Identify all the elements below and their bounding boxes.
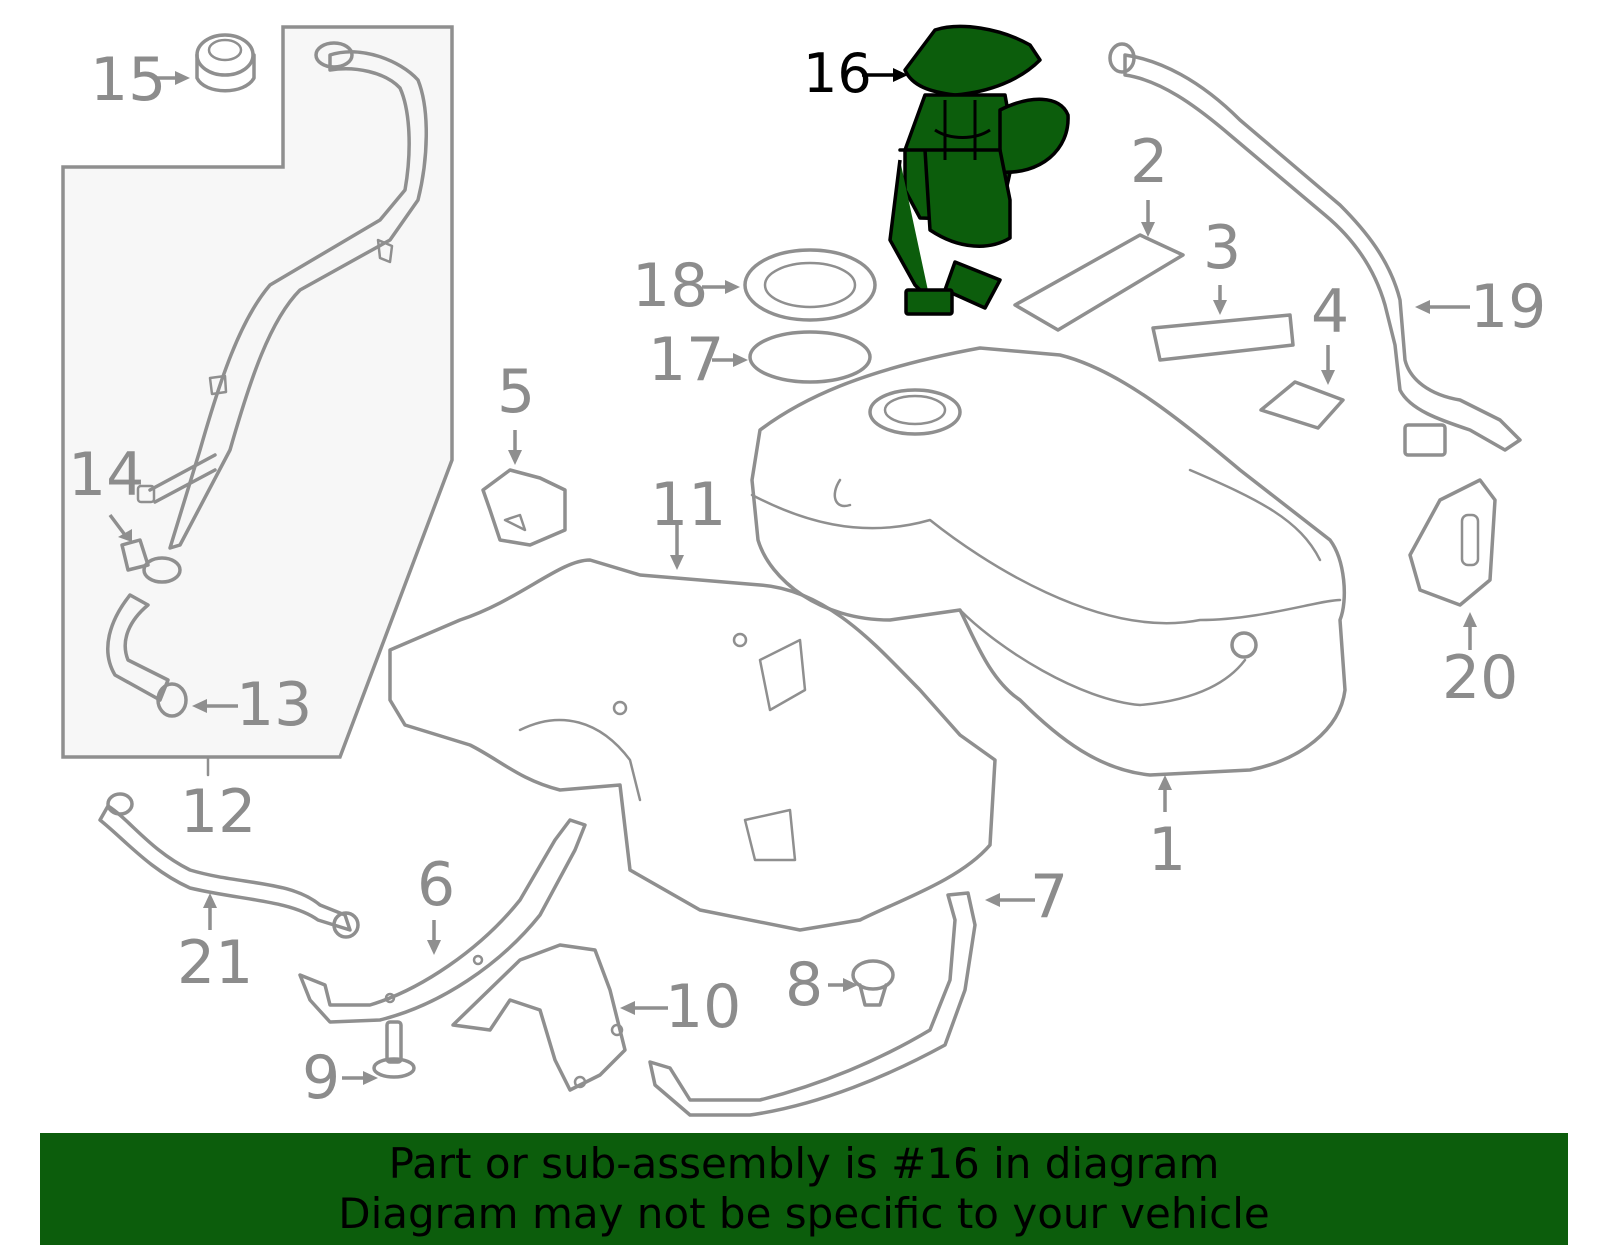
heat-shield <box>388 558 997 932</box>
callout-4: 4 <box>1311 277 1349 347</box>
callout-10: 10 <box>665 972 741 1042</box>
clip <box>851 959 895 1007</box>
fuel-cap <box>195 33 256 93</box>
callout-21: 21 <box>177 928 253 998</box>
callout-15: 15 <box>90 45 166 115</box>
callout-18: 18 <box>632 251 708 321</box>
info-banner: Part or sub-assembly is #16 in diagram D… <box>40 1133 1568 1245</box>
filler-hose <box>106 593 188 718</box>
callout-3: 3 <box>1203 213 1241 283</box>
callout-7: 7 <box>1030 862 1068 932</box>
pad-2 <box>1013 233 1185 332</box>
filler-group-box <box>61 25 454 759</box>
vent-tube <box>1108 42 1522 457</box>
bracket <box>481 468 567 547</box>
lock-ring <box>743 248 877 322</box>
callout-19: 19 <box>1470 272 1546 342</box>
callout-5: 5 <box>497 357 535 427</box>
callout-6: 6 <box>417 850 455 920</box>
callout-16: 16 <box>803 42 872 105</box>
vapor-hose <box>98 792 360 939</box>
banner-line-2: Diagram may not be specific to your vehi… <box>338 1189 1270 1238</box>
leader-arrows <box>108 68 1477 1085</box>
banner-line-1: Part or sub-assembly is #16 in diagram <box>388 1139 1220 1188</box>
callout-8: 8 <box>785 950 823 1020</box>
shield-10 <box>451 943 627 1092</box>
fuel-pump-module <box>888 24 1070 316</box>
callout-1: 1 <box>1148 815 1186 885</box>
callout-2: 2 <box>1130 127 1168 197</box>
callout-14: 14 <box>68 440 144 510</box>
callout-12: 12 <box>180 777 256 847</box>
pad-4 <box>1259 380 1345 430</box>
callout-17: 17 <box>648 325 724 395</box>
tank-strap-6 <box>298 818 587 1024</box>
bolt <box>372 1020 416 1079</box>
callout-9: 9 <box>302 1043 340 1113</box>
gasket <box>748 330 872 384</box>
control-module <box>1408 478 1497 607</box>
callout-20: 20 <box>1442 643 1518 713</box>
clamp <box>120 538 182 584</box>
fuel-tank <box>750 346 1347 777</box>
tank-strap-7 <box>648 891 977 1117</box>
callout-13: 13 <box>236 670 312 740</box>
callout-11: 11 <box>650 470 726 540</box>
filler-neck-pipe <box>136 41 428 550</box>
pad-3 <box>1151 313 1295 362</box>
